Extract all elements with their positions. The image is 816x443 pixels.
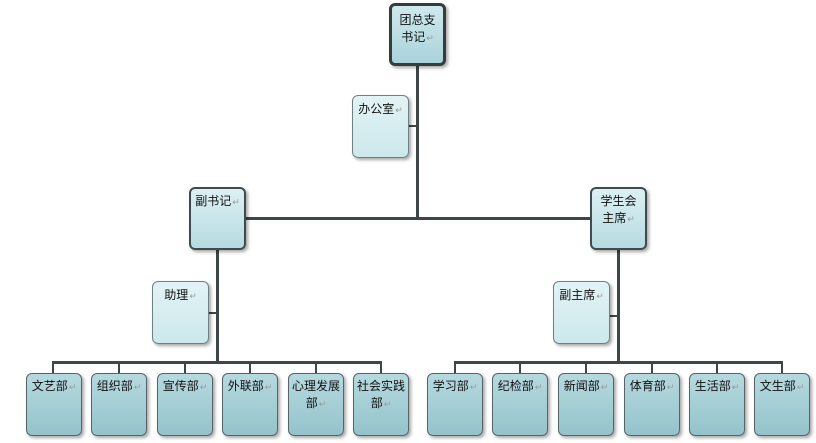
dept-label: 纪检部	[497, 379, 534, 393]
dept-news: 新闻部↵	[558, 373, 614, 436]
drop-left-5	[315, 362, 317, 374]
drop-right-4	[651, 362, 653, 374]
return-mark: ↵	[68, 383, 77, 393]
drop-left-1	[52, 362, 54, 374]
dept-literature-arts: 文艺部↵	[26, 373, 82, 436]
drop-left-2	[118, 362, 120, 374]
connector-main-horizontal	[244, 217, 592, 220]
return-mark: ↵	[189, 292, 197, 302]
dept-discipline-inspection: 纪检部↵	[492, 373, 548, 436]
return-mark: ↵	[232, 198, 240, 208]
dept-organization: 组织部↵	[91, 373, 147, 436]
drop-right-1	[454, 362, 456, 374]
connector-top-vertical	[416, 64, 419, 219]
drop-left-6	[380, 362, 382, 374]
dept-label: 宣传部	[162, 379, 199, 393]
dept-external-relations: 外联部↵	[222, 373, 278, 436]
dept-label: 文生部	[759, 379, 796, 393]
drop-right-5	[716, 362, 718, 374]
return-mark: ↵	[383, 400, 392, 410]
dept-sports: 体育部↵	[624, 373, 680, 436]
node-student-president: 学生会主席↵	[590, 187, 647, 250]
node-vice-president: 副主席↵	[553, 281, 610, 344]
dept-social-practice: 社会实践部↵	[353, 373, 409, 436]
return-mark: ↵	[596, 292, 604, 302]
return-mark: ↵	[133, 383, 142, 393]
drop-right-6	[781, 362, 783, 374]
return-mark: ↵	[469, 383, 478, 393]
node-deputy-secretary-label: 副书记	[195, 194, 232, 208]
drop-right-2	[519, 362, 521, 374]
drop-left-4	[249, 362, 251, 374]
dept-label: 社会实践部	[357, 379, 406, 410]
drop-right-3	[585, 362, 587, 374]
connector-right-bus	[454, 361, 783, 364]
dept-study: 学习部↵	[427, 373, 483, 436]
node-vice-president-label: 副主席	[559, 288, 596, 302]
dept-label: 文艺部	[31, 379, 68, 393]
dept-label: 体育部	[629, 379, 666, 393]
return-mark: ↵	[600, 383, 609, 393]
dept-label: 组织部	[96, 379, 133, 393]
return-mark: ↵	[796, 383, 805, 393]
node-assistant: 助理↵	[152, 281, 209, 344]
dept-label: 学习部	[432, 379, 469, 393]
connector-left-vertical	[216, 249, 219, 362]
drop-left-3	[184, 362, 186, 374]
return-mark: ↵	[666, 383, 675, 393]
return-mark: ↵	[426, 34, 434, 44]
return-mark: ↵	[731, 383, 740, 393]
dept-label: 新闻部	[563, 379, 600, 393]
return-mark: ↵	[318, 400, 327, 410]
return-mark: ↵	[534, 383, 543, 393]
return-mark: ↵	[199, 383, 208, 393]
dept-psychological-development: 心理发展部↵	[288, 373, 344, 436]
node-office-label: 办公室	[358, 102, 395, 116]
node-deputy-secretary: 副书记↵	[189, 187, 246, 250]
connector-assistant-branch	[208, 312, 217, 314]
node-branch-secretary-label: 团总支书记	[399, 13, 436, 44]
dept-life: 生活部↵	[689, 373, 745, 436]
connector-left-bus	[52, 361, 382, 364]
return-mark: ↵	[264, 383, 273, 393]
node-assistant-label: 助理	[164, 288, 189, 302]
return-mark: ↵	[395, 106, 403, 116]
connector-office-branch	[407, 125, 417, 127]
dept-label: 生活部	[694, 379, 731, 393]
connector-right-vertical	[617, 249, 620, 362]
node-student-president-label: 学生会主席	[600, 194, 637, 225]
return-mark: ↵	[627, 215, 635, 225]
dept-female-students: 文生部↵	[754, 373, 810, 436]
connector-vice-branch	[610, 315, 618, 317]
dept-publicity: 宣传部↵	[157, 373, 213, 436]
node-branch-secretary: 团总支书记↵	[389, 3, 446, 66]
dept-label: 心理发展部	[292, 379, 341, 410]
node-office: 办公室↵	[352, 95, 409, 158]
dept-label: 外联部	[227, 379, 264, 393]
